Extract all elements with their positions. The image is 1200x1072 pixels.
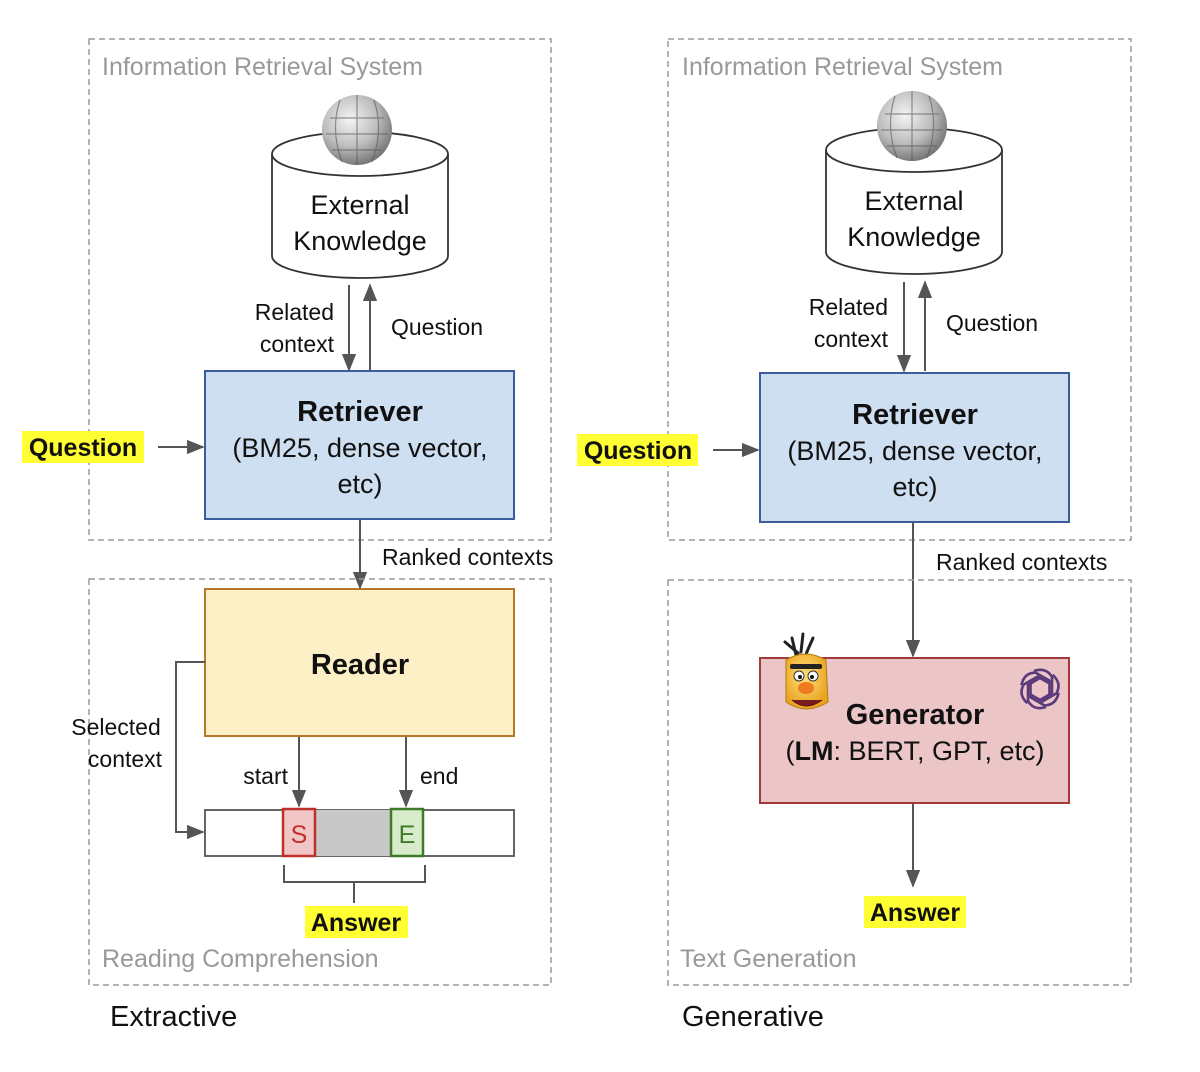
retriever-box: Retriever (BM25, dense vector, etc) <box>759 372 1070 523</box>
answer-highlight <box>864 896 966 928</box>
database-label-line2: Knowledge <box>847 222 981 252</box>
text-generation-container <box>667 579 1132 986</box>
related-context-line2: context <box>260 331 335 357</box>
retriever-box: Retriever (BM25, dense vector, etc) <box>204 370 515 520</box>
reading-comprehension-container <box>88 578 552 986</box>
question-input-label: Question <box>584 437 692 465</box>
span-end-box <box>389 807 425 858</box>
generative-panel: Information Retrieval System External Kn… <box>577 38 1132 1033</box>
generative-caption: Generative <box>682 1001 824 1033</box>
wikipedia-globe-icon <box>877 91 947 161</box>
start-label: start <box>243 763 288 789</box>
retriever-line3: etc) <box>337 469 382 499</box>
bert-muppet-icon <box>783 632 829 710</box>
retriever-line3: etc) <box>892 472 937 502</box>
question-up-label: Question <box>946 310 1038 336</box>
generator-subtitle: (LM: BERT, GPT, etc) <box>785 736 1044 766</box>
reader-box: Reader <box>204 588 515 737</box>
database-label-line2: Knowledge <box>293 226 427 256</box>
retriever-title: Retriever <box>297 396 423 428</box>
retriever-line2: (BM25, dense vector, <box>787 436 1042 466</box>
extractive-panel: Information Retrieval System External Kn… <box>22 38 553 1033</box>
retriever-title: Retriever <box>852 399 978 431</box>
question-input-label: Question <box>29 434 137 462</box>
end-label: end <box>420 763 458 789</box>
generator-box: Generator (LM: BERT, GPT, etc) <box>759 657 1070 804</box>
ir-system-container <box>667 38 1132 541</box>
selected-context-line1: Selected <box>71 714 161 740</box>
related-context-line2: context <box>814 326 889 352</box>
related-context-line1: Related <box>809 294 888 320</box>
text-generation-label: Text Generation <box>680 945 857 973</box>
context-span-bar: S E <box>204 807 515 858</box>
ir-system-label: Information Retrieval System <box>102 53 423 81</box>
span-start-box <box>281 807 317 858</box>
external-knowledge-database: External Knowledge <box>825 127 1003 275</box>
answer-label: Answer <box>870 899 961 927</box>
question-up-label: Question <box>391 314 483 340</box>
external-knowledge-database: External Knowledge <box>271 131 449 279</box>
reader-title: Reader <box>311 649 409 681</box>
question-highlight <box>22 431 144 463</box>
extractive-caption: Extractive <box>110 1001 237 1033</box>
ir-system-label: Information Retrieval System <box>682 53 1003 81</box>
ir-system-container <box>88 38 552 541</box>
question-highlight <box>577 434 698 466</box>
openai-logo-icon <box>1020 668 1060 710</box>
retriever-line2: (BM25, dense vector, <box>232 433 487 463</box>
span-start-label: S <box>291 821 308 849</box>
selected-context-arrow <box>175 661 205 840</box>
answer-label: Answer <box>311 909 402 937</box>
database-label-line1: External <box>864 186 963 216</box>
ranked-contexts-label: Ranked contexts <box>936 549 1107 575</box>
selected-context-line2: context <box>88 746 163 772</box>
database-label-line1: External <box>310 190 409 220</box>
related-context-line1: Related <box>255 299 334 325</box>
span-end-label: E <box>399 821 416 849</box>
answer-highlight <box>305 906 408 938</box>
answer-bracket <box>283 865 426 903</box>
wikipedia-globe-icon <box>322 95 392 165</box>
reading-comprehension-label: Reading Comprehension <box>102 945 379 973</box>
ranked-contexts-label: Ranked contexts <box>382 544 553 570</box>
generator-title: Generator <box>846 699 985 731</box>
